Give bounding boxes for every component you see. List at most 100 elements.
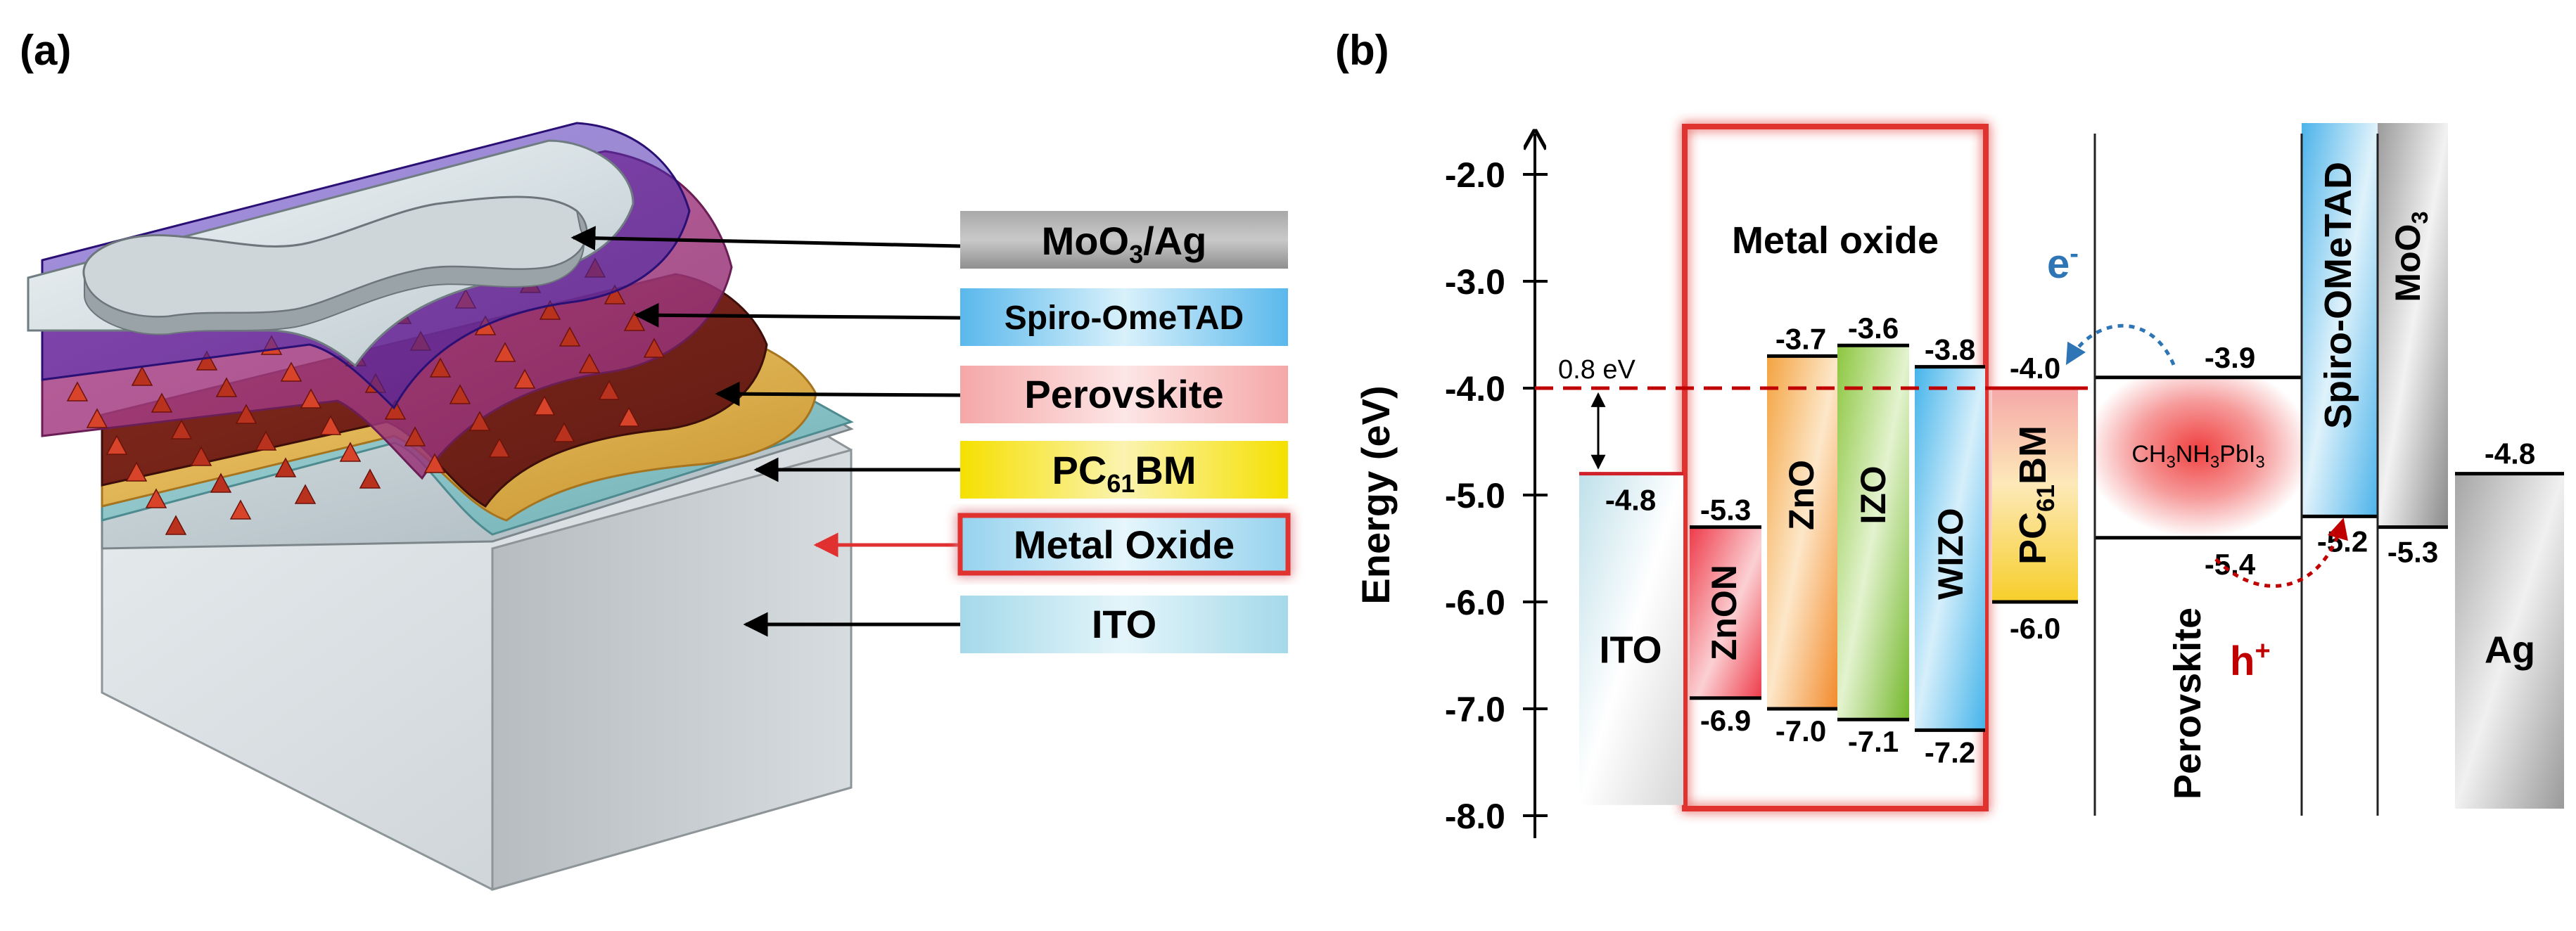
crystal xyxy=(553,422,575,442)
crystal xyxy=(294,484,317,504)
device-stack-illustration xyxy=(27,122,854,891)
crystal xyxy=(215,377,238,397)
crystal xyxy=(274,457,297,477)
name-ito: ITO xyxy=(1599,629,1662,671)
crystal xyxy=(125,461,148,482)
y-axis-label: Energy (eV) xyxy=(1353,385,1398,604)
arrow-perovskite xyxy=(715,381,961,406)
value-perovskite-bottom: -5.4 xyxy=(2205,548,2256,581)
y-tick-label: -6.0 xyxy=(1445,583,1505,622)
name-ag: Ag xyxy=(2485,629,2535,671)
band-moo3 xyxy=(2378,123,2448,527)
band-izo xyxy=(1837,345,1909,720)
crystal xyxy=(384,399,407,420)
crystal xyxy=(339,442,362,462)
y-tick-label: -8.0 xyxy=(1445,797,1505,836)
crystal xyxy=(235,404,257,424)
crystal xyxy=(488,437,511,458)
arrow-spiro xyxy=(634,302,961,328)
label-box-perovskite xyxy=(960,366,1288,423)
y-axis-ticks: -2.0-3.0-4.0-5.0-6.0-7.0-8.0 xyxy=(1445,155,1548,836)
crystal xyxy=(190,446,212,466)
label-box-metal-oxide xyxy=(957,513,1291,576)
pointer-arrows xyxy=(570,226,961,637)
crystal xyxy=(514,368,536,389)
separator-lines xyxy=(2093,134,2379,816)
value-znon-top: -5.3 xyxy=(1700,494,1751,527)
crystal xyxy=(559,326,581,347)
crystal xyxy=(131,366,153,386)
crystal xyxy=(578,353,601,373)
energy-axis: -2.0-3.0-4.0-5.0-6.0-7.0-8.0 Energy (eV) xyxy=(1353,134,1548,838)
value-izo-bottom: -7.1 xyxy=(1848,725,1899,758)
value-ito: -4.8 xyxy=(1605,484,1656,517)
crystal xyxy=(196,350,218,371)
crystal xyxy=(449,384,471,404)
crystal xyxy=(604,284,626,304)
name-ch3nh3pbi3: CH3NH3PbI3 xyxy=(2131,441,2264,472)
band-zno xyxy=(1767,356,1837,709)
substrate-side-face xyxy=(491,449,853,891)
band-znon xyxy=(1690,527,1761,698)
value-zno-top: -3.7 xyxy=(1775,322,1826,355)
crystal xyxy=(533,395,556,416)
crystal xyxy=(319,415,342,435)
band-pcbm xyxy=(1992,388,2078,602)
crystal xyxy=(151,392,173,413)
arrow-moo3-ag xyxy=(570,226,961,251)
panel-b-label: (b) xyxy=(1335,27,1389,74)
band-ito xyxy=(1579,473,1683,805)
value-spiro: -5.2 xyxy=(2317,525,2368,558)
label-ito: ITO xyxy=(1092,602,1156,646)
electron-label: e- xyxy=(2047,239,2079,287)
crystal xyxy=(423,453,446,473)
label-metal-oxide: Metal Oxide xyxy=(1014,522,1235,567)
label-box-ito xyxy=(960,596,1288,653)
label-box-moo3-ag xyxy=(960,211,1288,269)
offset-label: 0.8 eV xyxy=(1558,355,1636,385)
value-wizo-bottom: -7.2 xyxy=(1925,736,1975,769)
value-moo3: -5.3 xyxy=(2387,536,2438,569)
crystal xyxy=(145,488,167,508)
hole-transfer-arrow xyxy=(2214,518,2348,588)
name-wizo: WIZO xyxy=(1931,508,1970,600)
value-izo-top: -3.6 xyxy=(1848,312,1899,345)
band-ag xyxy=(2455,473,2564,809)
value-zno-bottom: -7.0 xyxy=(1775,714,1826,747)
crystal xyxy=(539,300,561,320)
label-box-spiro xyxy=(960,288,1288,346)
crystal xyxy=(468,411,491,431)
crystal xyxy=(618,406,640,427)
y-tick-label: -3.0 xyxy=(1445,262,1505,302)
value-pcbm-top: -4.0 xyxy=(2010,352,2060,385)
crystal xyxy=(300,388,322,409)
y-tick-label: -4.0 xyxy=(1445,369,1505,409)
crystal xyxy=(280,361,302,382)
y-tick-label: -5.0 xyxy=(1445,476,1505,515)
name-znon: ZnON xyxy=(1704,565,1744,660)
y-tick-label: -7.0 xyxy=(1445,690,1505,729)
crystal xyxy=(359,468,381,489)
crystal xyxy=(210,473,232,493)
label-spiro: Spiro-OmeTAD xyxy=(1005,300,1244,337)
value-pcbm-bottom: -6.0 xyxy=(2010,612,2060,645)
value-wizo-top: -3.8 xyxy=(1925,333,1975,366)
perovskite-vertical-label: Perovskite xyxy=(2167,608,2209,800)
band-wizo xyxy=(1915,366,1985,731)
layer-labels: MoO3/Ag Spiro-OmeTAD Perovskite PC61BM M… xyxy=(957,211,1291,653)
electron-transfer-arrow xyxy=(2065,323,2176,366)
panel-a-label: (a) xyxy=(20,27,71,74)
crystal xyxy=(229,499,252,520)
value-znon-bottom: -6.9 xyxy=(1700,704,1751,737)
band-perovskite xyxy=(2095,377,2302,538)
crystal xyxy=(643,338,665,358)
energy-bands: -4.8ITO-5.3-6.9ZnON-3.7-7.0ZnO-3.6-7.1IZ… xyxy=(1579,123,2564,809)
metal-oxide-title: Metal oxide xyxy=(1732,219,1939,262)
label-moo3-ag: MoO3/Ag xyxy=(1042,219,1207,269)
crystal xyxy=(429,357,452,378)
band-spiro xyxy=(2302,123,2378,517)
crystal xyxy=(494,342,516,362)
hole-label: h+ xyxy=(2230,636,2271,684)
